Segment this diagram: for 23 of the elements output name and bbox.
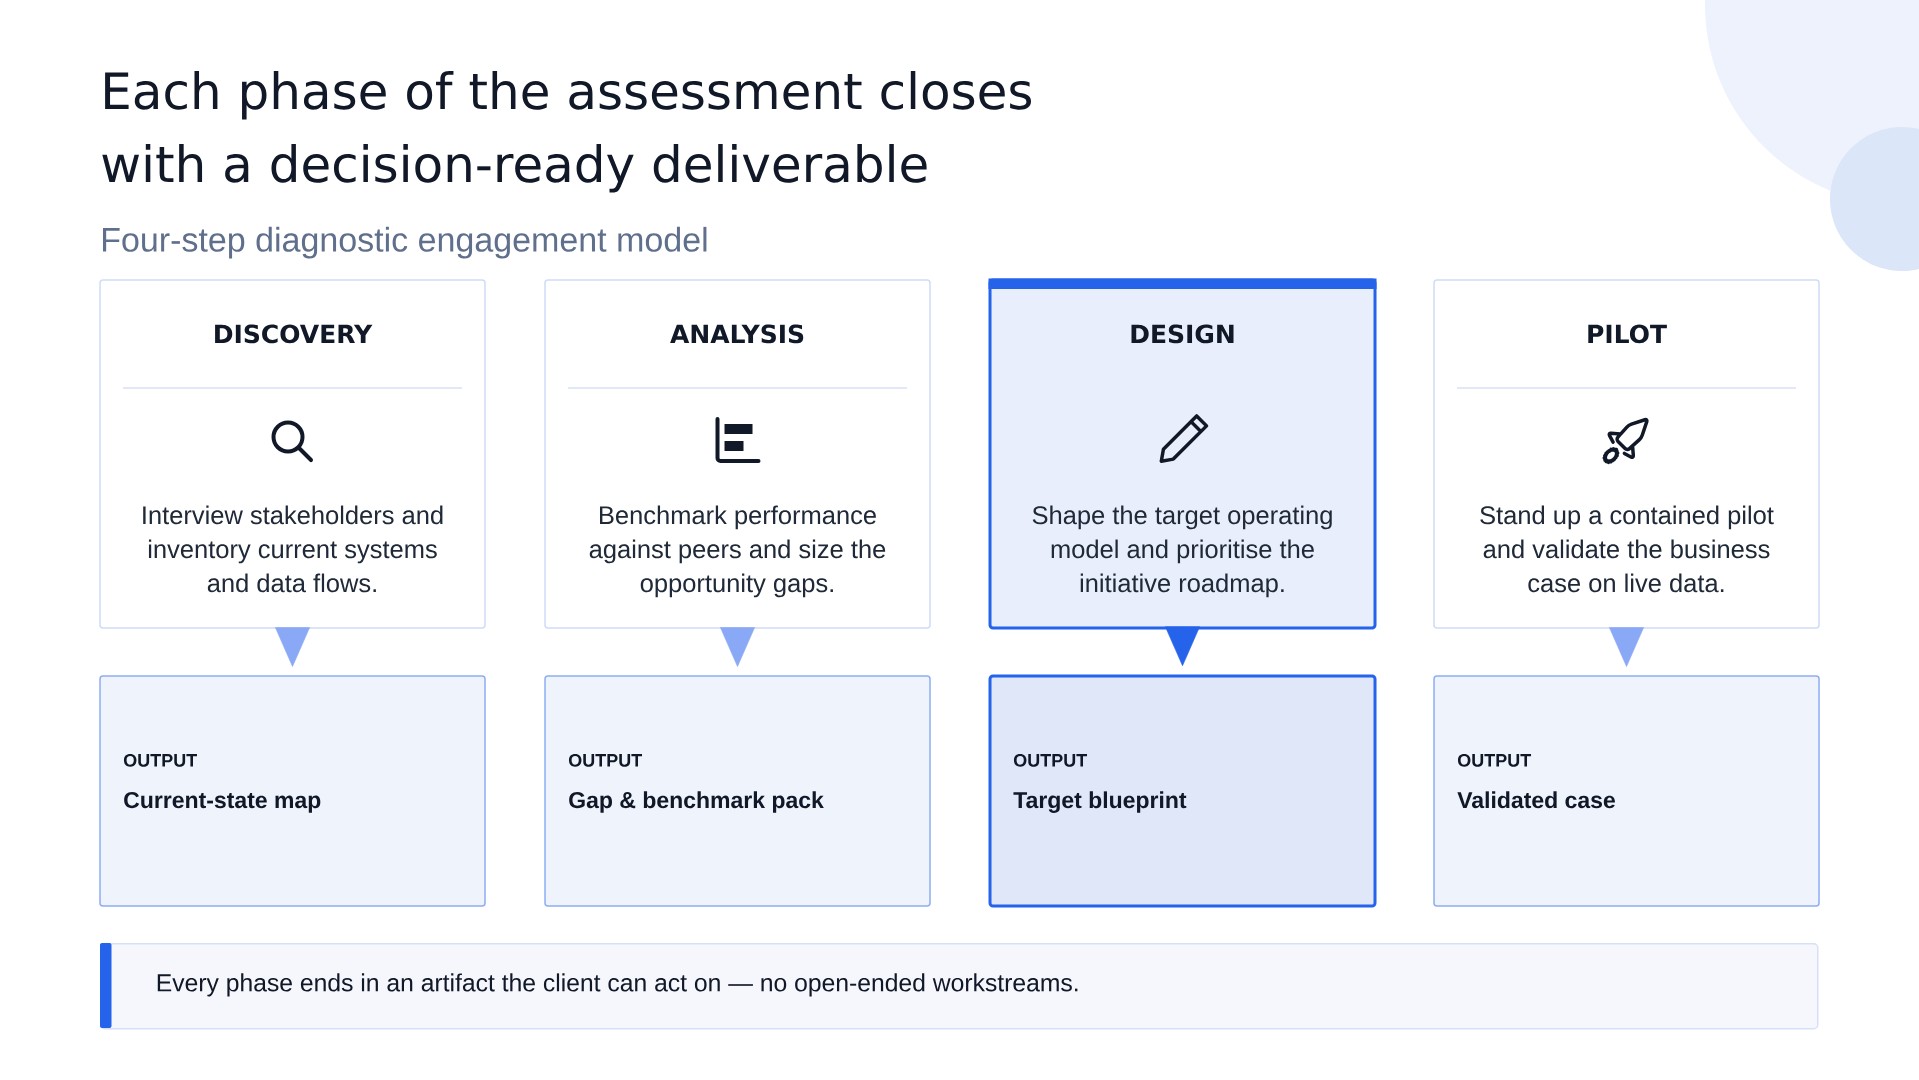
output-label: OUTPUT <box>568 753 642 767</box>
phase-title: DISCOVERY <box>215 324 373 344</box>
phase-description: Interview stakeholders and inventory current systems and data flows. <box>143 505 443 593</box>
phase-title: DESIGN <box>1131 324 1234 344</box>
phase-title: PILOT <box>1588 324 1667 344</box>
title: Each phase of the assessment closes with a decision-ready deliverable <box>102 71 1031 193</box>
arrow <box>1165 626 1200 667</box>
arrow <box>275 627 310 667</box>
output-label: OUTPUT <box>123 753 197 767</box>
arrow <box>720 627 755 667</box>
note-box: Every phase ends in an artifact the client can act on — no open-ended workstreams. <box>100 943 1819 1030</box>
output-label: OUTPUT <box>1013 753 1087 767</box>
phase-description: Shape the target operating model and prioritise the initiative roadmap. <box>1032 505 1332 598</box>
output-label: OUTPUT <box>1457 753 1531 767</box>
arrow <box>1609 627 1644 667</box>
phase-title: ANALYSIS <box>670 324 804 344</box>
output-title: Validated case <box>1457 791 1615 809</box>
phase-description: Benchmark performance against peers and size the opportunity gaps. <box>589 505 886 598</box>
output-title: Current-state map <box>124 791 321 813</box>
output-title: Gap & benchmark pack <box>569 791 824 813</box>
output-title: Target blueprint <box>1013 791 1187 813</box>
phase-description: Stand up a contained pilot and validate the business case on live data. <box>1480 505 1774 593</box>
subtitle: Four-step diagnostic engagement model <box>103 226 707 259</box>
